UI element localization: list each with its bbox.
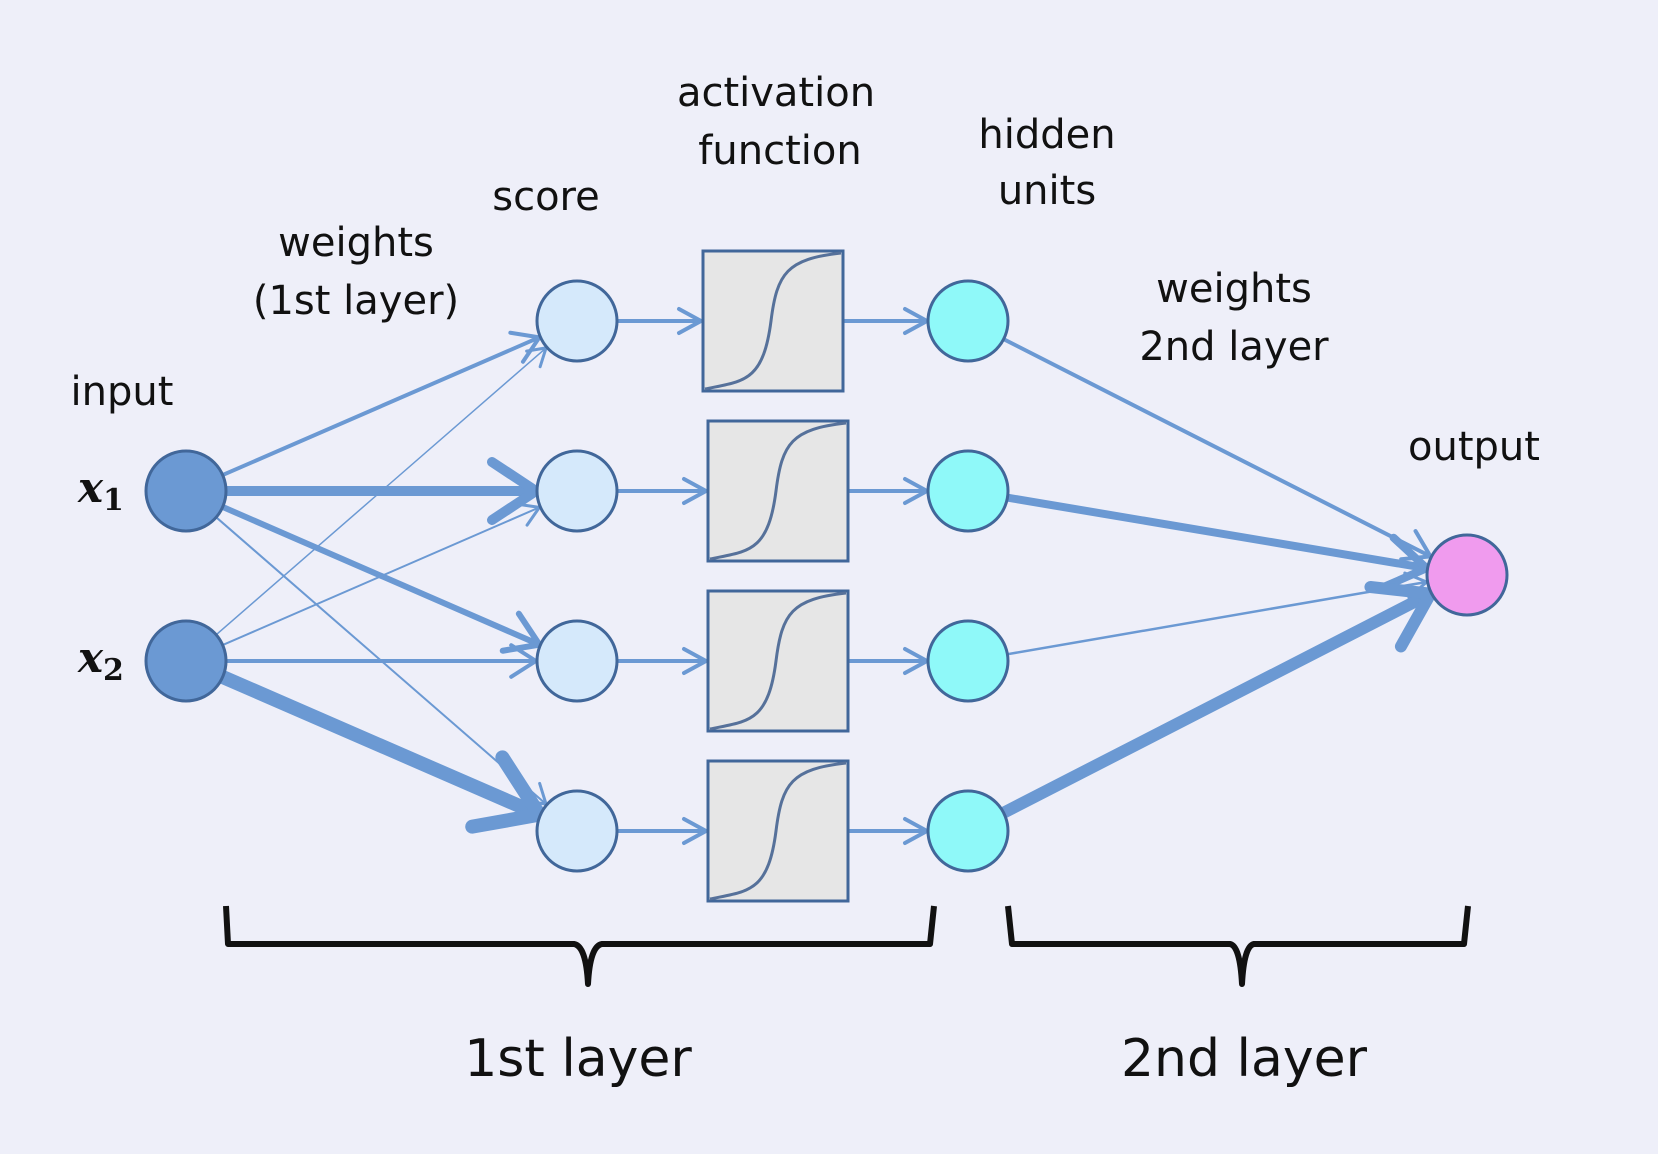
curly-brace-icon bbox=[223, 905, 937, 987]
hidden-unit-node bbox=[926, 449, 1010, 533]
input-x1-label: x1 bbox=[77, 463, 124, 518]
score-to-activation-edge bbox=[615, 647, 708, 675]
arrowhead-icon bbox=[682, 647, 708, 675]
weights-first-label-line1: weights bbox=[278, 220, 434, 266]
edge-line bbox=[217, 503, 543, 648]
activation-box-frame bbox=[701, 249, 845, 393]
score-to-activation-edge bbox=[615, 477, 708, 505]
input-node bbox=[144, 619, 228, 703]
first-layer-label: 1st layer bbox=[464, 1029, 692, 1089]
score-node bbox=[535, 279, 619, 363]
weights-second-label-line2: 2nd layer bbox=[1139, 324, 1329, 370]
edge-line bbox=[995, 587, 1437, 820]
score-label: score bbox=[492, 174, 599, 220]
activation-label-line2: function bbox=[698, 128, 861, 174]
hidden-label-line1: hidden bbox=[978, 112, 1115, 158]
activation-box bbox=[706, 589, 850, 733]
sigmoid-curve-icon bbox=[704, 251, 842, 391]
weights-first-label-line2: (1st layer) bbox=[253, 278, 459, 324]
edge-line bbox=[1004, 580, 1428, 656]
sigmoid-curve-icon bbox=[709, 591, 847, 731]
arrowhead-icon bbox=[677, 307, 703, 335]
edge-line bbox=[213, 347, 547, 637]
arrowhead-icon bbox=[682, 477, 708, 505]
output-label: output bbox=[1408, 424, 1540, 470]
input-label: input bbox=[71, 369, 174, 415]
activation-box-frame bbox=[706, 419, 850, 563]
input-x2-label: x2 bbox=[77, 633, 124, 688]
hidden-unit-node bbox=[926, 279, 1010, 363]
second-layer-label: 2nd layer bbox=[1121, 1029, 1368, 1089]
hidden-unit-node bbox=[926, 619, 1010, 703]
edge-line bbox=[999, 336, 1433, 559]
activation-box-frame bbox=[706, 589, 850, 733]
activation-box bbox=[701, 249, 845, 393]
activation-box-frame bbox=[706, 759, 850, 903]
sigmoid-curve-icon bbox=[709, 421, 847, 561]
activation-label-line1: activation bbox=[677, 70, 875, 116]
arrowhead-icon bbox=[682, 817, 708, 845]
nodes bbox=[144, 279, 1509, 873]
edge-line bbox=[219, 506, 541, 647]
curly-brace-icon bbox=[1005, 905, 1471, 987]
score-to-activation-edge bbox=[615, 817, 708, 845]
activation-functions bbox=[701, 249, 850, 903]
hidden-label-line2: units bbox=[998, 168, 1096, 214]
input-node bbox=[144, 449, 228, 533]
edge-line bbox=[1001, 493, 1431, 573]
score-node bbox=[535, 789, 619, 873]
activation-box bbox=[706, 419, 850, 563]
edge-line bbox=[218, 335, 542, 478]
score-to-activation-edge bbox=[615, 307, 703, 335]
output-node bbox=[1425, 533, 1509, 617]
edge-line bbox=[213, 669, 547, 822]
activation-box bbox=[706, 759, 850, 903]
sigmoid-curve-icon bbox=[709, 761, 847, 901]
score-node bbox=[535, 449, 619, 533]
score-node bbox=[535, 619, 619, 703]
weights-second-label-line1: weights bbox=[1156, 266, 1312, 312]
hidden-unit-node bbox=[926, 789, 1010, 873]
